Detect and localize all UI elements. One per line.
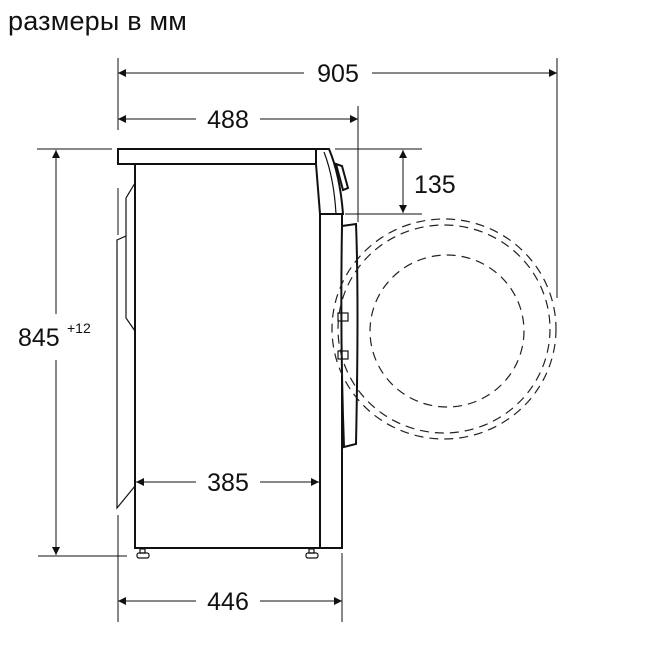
extension-lines	[37, 58, 558, 622]
door-swing-arcs	[331, 218, 557, 440]
dimension-label-446: 446	[207, 588, 249, 616]
height-tolerance: +12	[67, 320, 91, 336]
dimension-385: 385	[136, 469, 319, 497]
dimension-135: 135	[399, 150, 456, 213]
dimension-label-845: 845	[18, 324, 60, 352]
dimension-label-135: 135	[414, 171, 456, 199]
feet	[136, 548, 319, 559]
dimension-488: 488	[118, 106, 358, 134]
dimension-label-488: 488	[207, 106, 249, 134]
dimension-905: 905	[118, 60, 557, 88]
dimension-446: 446	[118, 588, 342, 616]
drawing-title: размеры в мм	[8, 6, 187, 36]
dimension-label-385: 385	[207, 469, 249, 497]
washing-machine-side-view	[116, 148, 359, 559]
dimension-label-905: 905	[317, 60, 359, 88]
dimension-845: 845 +12	[18, 150, 91, 555]
